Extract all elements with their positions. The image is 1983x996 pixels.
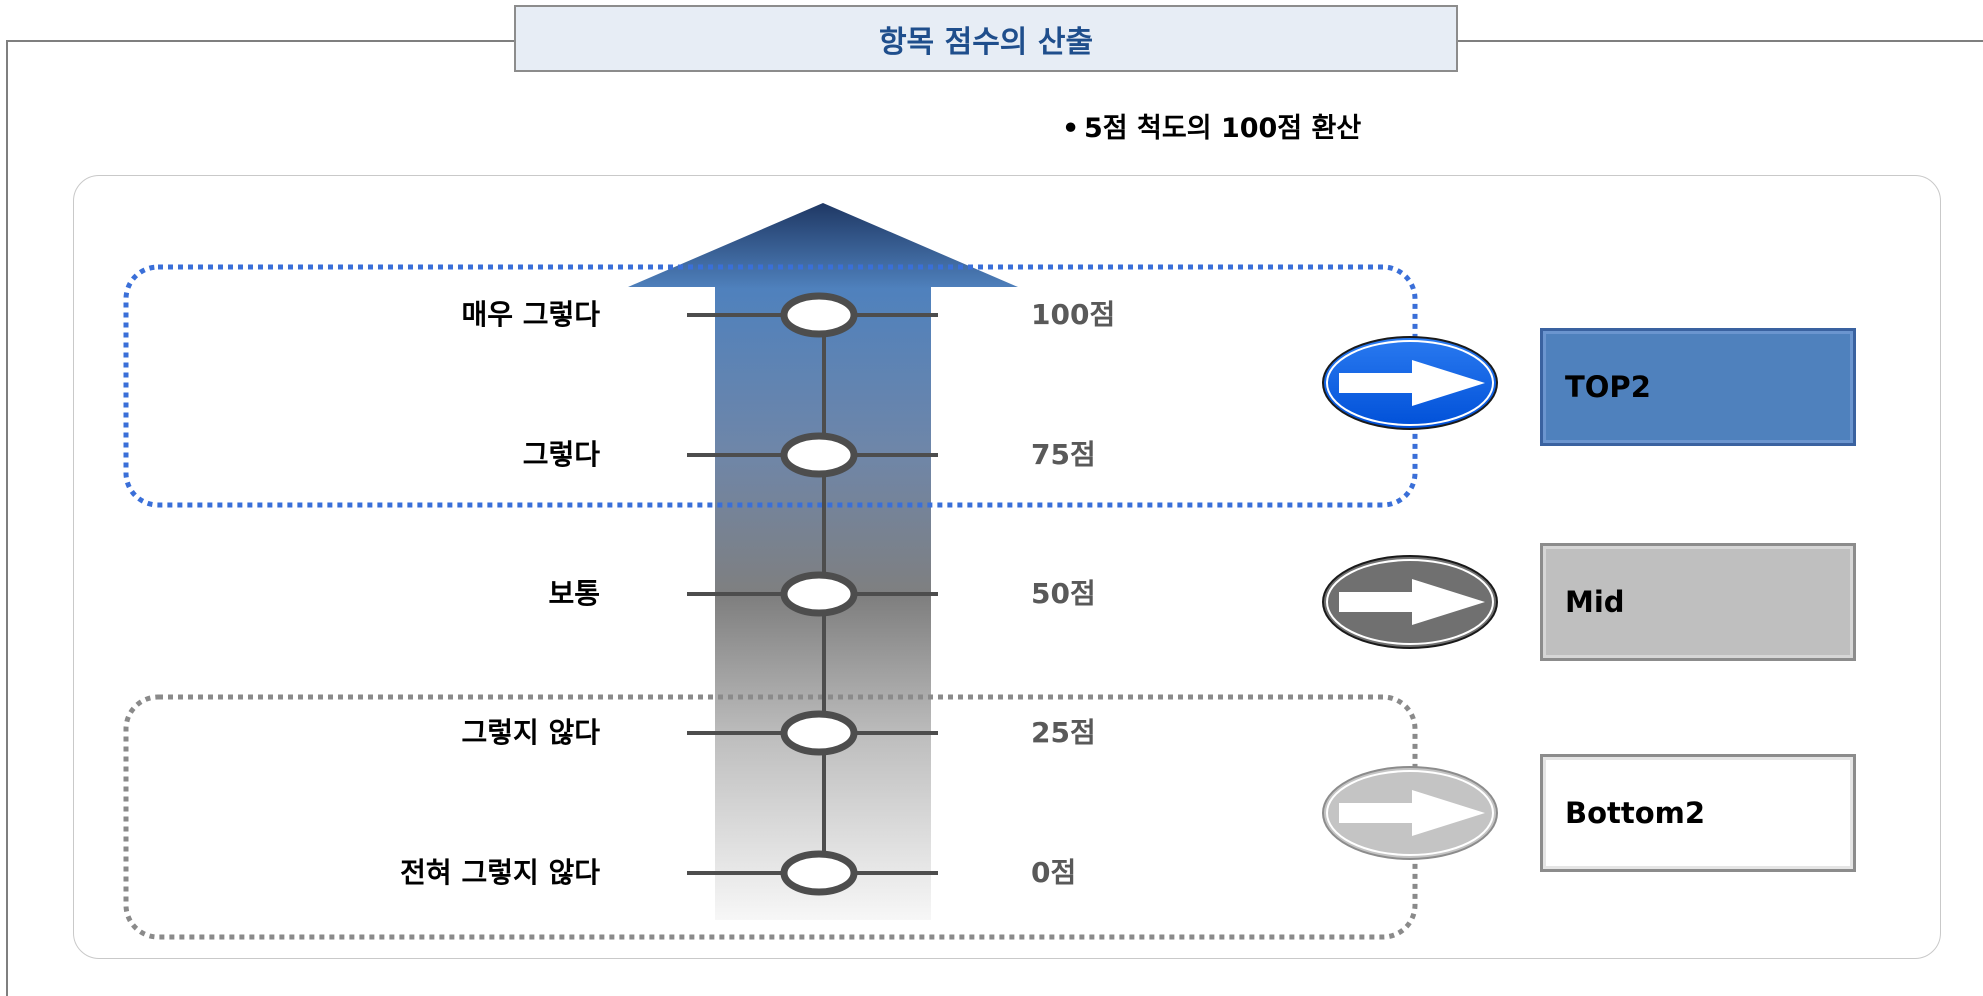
scale-tick-25 [687,710,938,756]
frame-top-right-line [1458,40,1983,42]
scale-label-disagree: 그렇지 않다 [461,716,600,749]
mid-arrow-icon [1322,555,1498,649]
category-top2: TOP2 [1540,328,1856,446]
bullet-label: 5점 척도의 100점 환산 [1084,113,1362,144]
scale-tick-100 [687,292,938,338]
bullet-dot: • [1062,113,1080,144]
score-50: 50점 [1031,577,1096,610]
scale-node [780,292,858,338]
score-100: 100점 [1031,298,1116,331]
scale-label-very-disagree: 전혀 그렇지 않다 [400,856,600,889]
scale-node [780,432,858,478]
page-title: 항목 점수의 산출 [514,5,1458,72]
scale-label-very-agree: 매우 그렇다 [461,298,600,331]
frame-top-left-line [6,40,514,42]
frame-left-line [6,40,8,996]
score-25: 25점 [1031,716,1096,749]
category-bottom2: Bottom2 [1540,754,1856,872]
scale-tick-0 [687,850,938,896]
top2-arrow-icon [1322,336,1498,430]
scale-node [780,710,858,756]
scale-label-agree: 그렇다 [522,438,600,471]
bottom2-arrow-icon [1322,766,1498,860]
scale-tick-75 [687,432,938,478]
score-0: 0점 [1031,856,1077,889]
category-mid: Mid [1540,543,1856,661]
scale-tick-50 [687,571,938,617]
scale-label-neutral: 보통 [548,577,600,610]
score-75: 75점 [1031,438,1096,471]
scale-node [780,571,858,617]
scale-node [780,850,858,896]
bullet-text: •5점 척도의 100점 환산 [1062,106,1361,145]
